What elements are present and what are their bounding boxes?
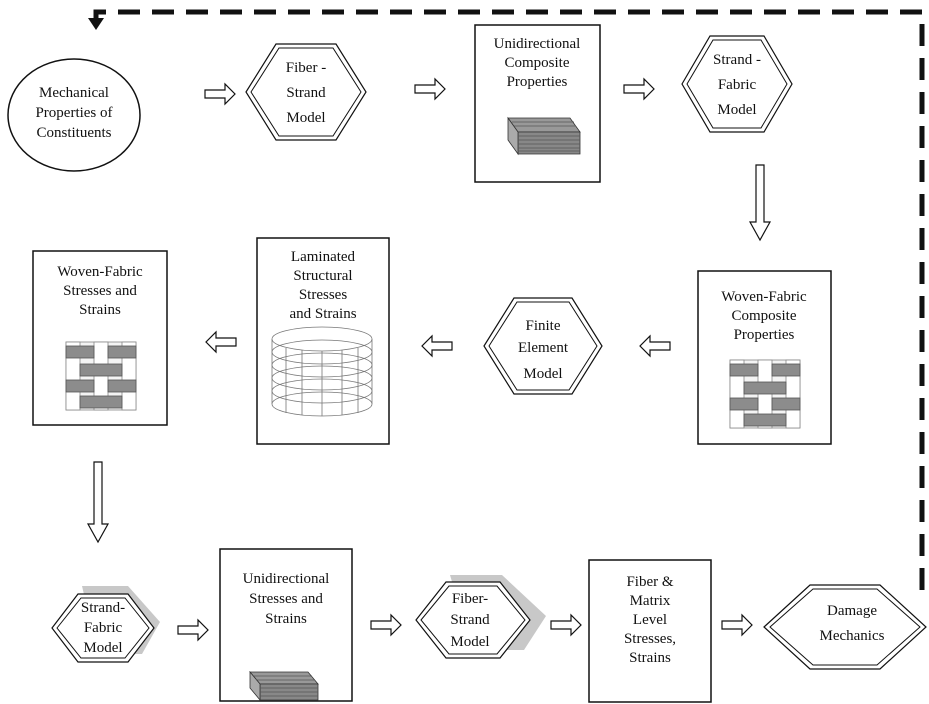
node-laminated-structural-stresses: Laminated Structural Stresses and Strain… bbox=[256, 237, 390, 445]
arrow-left-2 bbox=[421, 334, 453, 358]
node-wfcp-line-1: Woven-Fabric bbox=[721, 289, 807, 305]
node-strand-fabric-model-1: Strand - Fabric Model bbox=[681, 35, 793, 133]
node-fem-line-1: Finite bbox=[525, 318, 560, 334]
node-fiber-strand-model-1: Fiber - Strand Model bbox=[245, 43, 367, 141]
arrow-right-1 bbox=[204, 82, 236, 106]
feedback-loop bbox=[88, 9, 925, 590]
node-fiber-strand-1-line-2: Strand bbox=[286, 85, 326, 101]
woven-pattern-icon bbox=[65, 341, 137, 411]
node-unidirectional-stresses: Unidirectional Stresses and Strains bbox=[219, 548, 353, 702]
node-uss-line-1: Unidirectional bbox=[243, 571, 330, 587]
node-unidirectional-composite-properties: Unidirectional Composite Properties bbox=[474, 24, 601, 183]
node-fiber-strand-2-line-2: Strand bbox=[450, 612, 490, 628]
node-mechanical-properties-line-2: Properties of bbox=[35, 105, 112, 121]
node-strand-fabric-2-line-3: Model bbox=[83, 640, 122, 656]
node-damage-mechanics: Damage Mechanics bbox=[763, 584, 927, 670]
node-strand-fabric-1-line-3: Model bbox=[717, 102, 756, 118]
node-fiber-strand-1-line-1: Fiber - bbox=[286, 60, 326, 76]
node-fiber-strand-2-line-1: Fiber- bbox=[452, 591, 488, 607]
laminate-stack-icon bbox=[507, 116, 581, 156]
woven-pattern-icon-2 bbox=[729, 359, 801, 429]
arrow-right-7 bbox=[721, 613, 753, 637]
node-strand-fabric-1-line-2: Fabric bbox=[718, 77, 757, 93]
node-mechanical-properties: Mechanical Properties of Constituents bbox=[7, 58, 141, 172]
node-dm-line-1: Damage bbox=[827, 603, 877, 619]
laminate-stack-icon-2 bbox=[249, 670, 319, 702]
node-fml-line-5: Strains bbox=[629, 650, 671, 666]
node-fml-line-3: Level bbox=[633, 612, 667, 628]
cylinder-mesh-icon bbox=[271, 326, 373, 417]
node-fiber-strand-model-2: Fiber- Strand Model bbox=[415, 575, 546, 659]
node-fml-line-4: Stresses, bbox=[624, 631, 676, 647]
arrow-right-6 bbox=[550, 613, 582, 637]
node-lss-line-3: Stresses bbox=[299, 287, 347, 303]
node-woven-fabric-stresses: Woven-Fabric Stresses and Strains bbox=[32, 250, 168, 426]
arrow-right-3 bbox=[623, 77, 655, 101]
node-wfss-line-1: Woven-Fabric bbox=[57, 264, 143, 280]
arrow-down-1 bbox=[748, 164, 772, 242]
node-fem-line-2: Element bbox=[518, 340, 569, 356]
node-strand-fabric-2-line-1: Strand- bbox=[81, 600, 125, 616]
node-fem-line-3: Model bbox=[523, 366, 562, 382]
node-lss-line-2: Structural bbox=[293, 268, 352, 284]
node-uss-line-3: Strains bbox=[265, 611, 307, 627]
arrow-right-4 bbox=[177, 618, 209, 642]
node-udp-line-1: Unidirectional bbox=[494, 36, 581, 52]
node-wfcp-line-3: Properties bbox=[734, 327, 795, 343]
node-fiber-matrix-level: Fiber & Matrix Level Stresses, Strains bbox=[588, 559, 712, 703]
node-udp-line-3: Properties bbox=[507, 74, 568, 90]
arrow-right-5 bbox=[370, 613, 402, 637]
node-dm-line-2: Mechanics bbox=[820, 628, 885, 644]
feedback-arrowhead bbox=[88, 18, 104, 30]
node-udp-line-2: Composite bbox=[504, 55, 569, 71]
node-lss-line-1: Laminated bbox=[291, 249, 356, 265]
node-uss-line-2: Stresses and bbox=[249, 591, 323, 607]
node-strand-fabric-1-line-1: Strand - bbox=[713, 52, 761, 68]
node-mechanical-properties-line-3: Constituents bbox=[36, 125, 111, 141]
node-wfss-line-3: Strains bbox=[79, 302, 121, 318]
node-fiber-strand-2-line-3: Model bbox=[450, 634, 489, 650]
arrow-left-3 bbox=[205, 330, 237, 354]
node-fml-line-2: Matrix bbox=[630, 593, 671, 609]
node-strand-fabric-model-2: Strand- Fabric Model bbox=[51, 586, 160, 663]
arrow-down-2 bbox=[86, 461, 110, 544]
arrow-right-2 bbox=[414, 77, 446, 101]
node-wfss-line-2: Stresses and bbox=[63, 283, 137, 299]
node-strand-fabric-2-line-2: Fabric bbox=[84, 620, 123, 636]
node-mechanical-properties-line-1: Mechanical bbox=[39, 85, 109, 101]
node-finite-element-model: Finite Element Model bbox=[483, 297, 603, 395]
node-woven-fabric-composite-properties: Woven-Fabric Composite Properties bbox=[697, 270, 832, 445]
arrow-left-1 bbox=[639, 334, 671, 358]
node-wfcp-line-2: Composite bbox=[731, 308, 796, 324]
node-fml-line-1: Fiber & bbox=[626, 574, 673, 590]
node-lss-line-4: and Strains bbox=[289, 306, 356, 322]
node-fiber-strand-1-line-3: Model bbox=[286, 110, 325, 126]
